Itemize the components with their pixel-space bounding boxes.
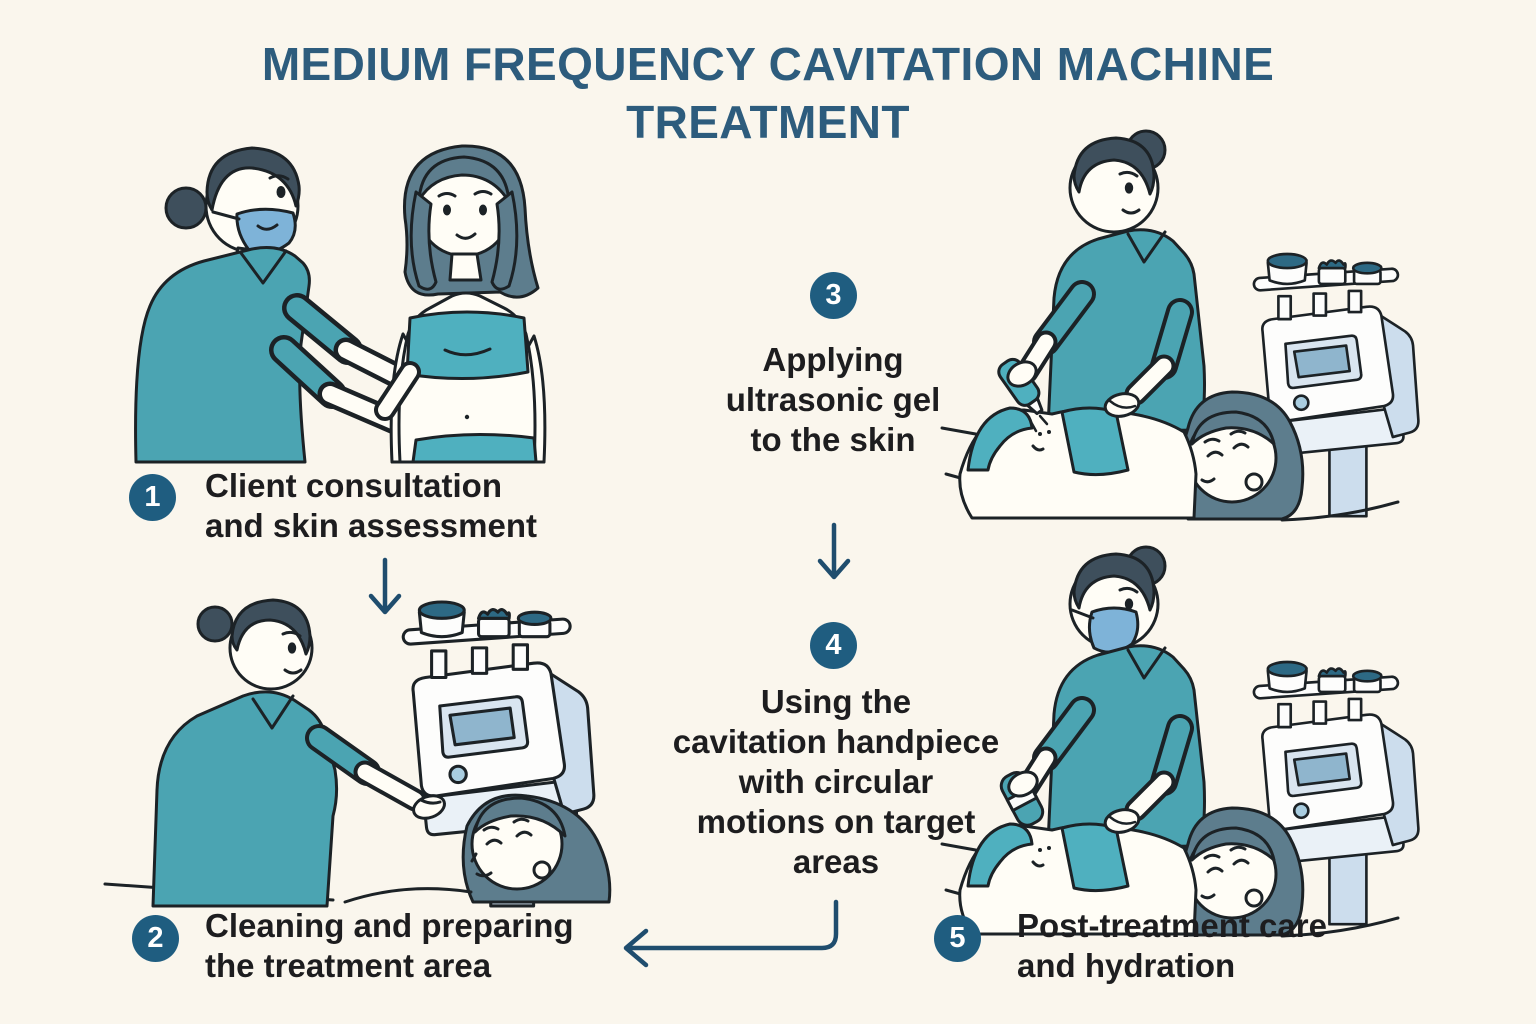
elbow-arrow-icon-step4-to-step2 xyxy=(623,899,839,968)
step-3-number: 3 xyxy=(825,279,842,311)
therapist-figure xyxy=(1032,545,1206,850)
client-bandeau-top xyxy=(405,310,530,381)
machine-button xyxy=(448,764,468,785)
hair-bun xyxy=(196,605,234,643)
therapist-hand xyxy=(1007,770,1039,798)
therapist-scrub-top xyxy=(1046,228,1206,434)
therapist-hand xyxy=(1006,360,1038,388)
client-bandeau-top xyxy=(1060,406,1130,477)
handpiece-lid xyxy=(417,600,466,620)
client-ear xyxy=(1244,888,1264,908)
client-ear xyxy=(532,860,552,880)
therapist-hand xyxy=(1103,392,1141,418)
handpiece-lid xyxy=(1351,669,1383,683)
page-title-line2: TREATMENT xyxy=(626,95,910,148)
cavitation-machine xyxy=(1252,660,1420,926)
therapist-hand xyxy=(1103,808,1141,834)
client-shorts xyxy=(966,406,1034,472)
bed-edge xyxy=(1280,500,1400,522)
client-figure xyxy=(958,806,1305,937)
client-ear xyxy=(1244,472,1264,492)
handpiece-lid xyxy=(1266,660,1308,678)
therapist-hands xyxy=(997,330,1176,433)
handpiece-lid xyxy=(1351,261,1383,275)
step-4-label: Using the cavitation handpiece with circ… xyxy=(672,683,1000,880)
illustration-step-4-handpiece xyxy=(940,545,1420,938)
hair-bun xyxy=(164,186,208,230)
illustration-step-3-gel xyxy=(940,129,1420,522)
therapist-scrub-top xyxy=(151,690,339,908)
therapist-hands xyxy=(999,746,1176,834)
therapist-figure xyxy=(151,598,446,908)
page-title: MEDIUM FREQUENCY CAVITATION MACHINE TREA… xyxy=(0,36,1536,152)
step-1-number: 1 xyxy=(144,481,161,513)
step-5-label: Post-treatment care and hydration xyxy=(1017,907,1327,984)
client-figure xyxy=(343,793,612,904)
step-1-badge: 1 xyxy=(129,474,176,521)
therapist-figure xyxy=(1032,129,1206,434)
client-bottom-garment xyxy=(411,432,538,464)
bed-edge xyxy=(1280,916,1400,938)
step-5-badge: 5 xyxy=(934,915,981,962)
client-figure xyxy=(958,390,1305,521)
step-3-label: Applying ultrasonic gel to the skin xyxy=(725,341,941,458)
step-3-badge: 3 xyxy=(810,272,857,319)
therapist-hair xyxy=(205,146,301,212)
step-2-badge: 2 xyxy=(132,915,179,962)
down-arrow-icon-step3-to-step4 xyxy=(817,522,851,580)
step-4-number: 4 xyxy=(825,629,842,661)
illustration-step-1-consultation xyxy=(134,144,547,464)
cavitation-machine xyxy=(1252,252,1420,518)
step-4-badge: 4 xyxy=(810,622,857,669)
face-mask-icon xyxy=(235,207,297,255)
therapist-scrub-top xyxy=(1046,644,1206,850)
machine-button xyxy=(1292,802,1310,820)
step-2-number: 2 xyxy=(147,922,164,954)
handpiece-lid xyxy=(1266,252,1308,270)
handpiece-lid xyxy=(516,610,553,626)
client-shorts xyxy=(966,822,1034,888)
illustration-step-2-cleaning xyxy=(103,598,612,908)
step-5-number: 5 xyxy=(949,922,966,954)
step-2-label: Cleaning and preparing the treatment are… xyxy=(205,907,574,984)
face-mask-icon xyxy=(1087,606,1140,654)
client-bandeau-top xyxy=(1060,822,1130,893)
page-title-line1: MEDIUM FREQUENCY CAVITATION MACHINE xyxy=(261,38,1275,90)
step-1-label: Client consultation and skin assessment xyxy=(205,467,537,544)
machine-button xyxy=(1292,394,1310,412)
client-figure xyxy=(374,144,547,464)
down-arrow-icon-step1-to-step2 xyxy=(368,557,402,615)
